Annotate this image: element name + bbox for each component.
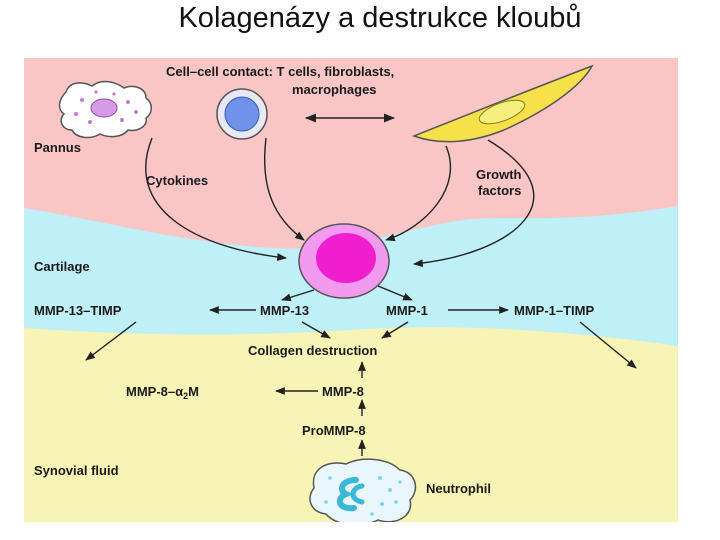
growth-factors-label-line1: Growth [476, 167, 522, 182]
collagenase-diagram: Pannus Cartilage Synovial fluid Cell–cel… [24, 58, 678, 522]
arrow-chondrocyte-to-mmp13 [281, 289, 315, 302]
mmp1-timp-label: MMP-1–TIMP [514, 303, 595, 318]
mmp8-a2m-label: MMP-8–α2M [126, 384, 199, 401]
region-label-synovial: Synovial fluid [34, 463, 119, 478]
arrow-tcell-to-chondrocyte [263, 137, 305, 241]
prommp8-label: ProMMP-8 [302, 423, 366, 438]
region-label-cartilage: Cartilage [34, 259, 90, 274]
growth-factors-label-line2: factors [478, 183, 521, 198]
region-label-pannus: Pannus [34, 140, 81, 155]
arrow-mmp1-to-collagen [381, 321, 409, 339]
contact-label-line2: macrophages [292, 82, 377, 97]
macrophage-icon [58, 80, 152, 139]
contact-label-line1: Cell–cell contact: T cells, fibroblasts, [166, 64, 394, 79]
arrow-macrophage-to-chondrocyte [145, 137, 287, 261]
mmp8-label: MMP-8 [322, 384, 364, 399]
arrow-fibroblast-to-chondrocyte [385, 145, 452, 242]
arrow-left-diagonal [85, 321, 137, 361]
arrow-right-diagonal [579, 321, 637, 369]
chondrocyte-icon [298, 223, 390, 299]
neutrophil-label: Neutrophil [426, 481, 491, 496]
neutrophil-icon [309, 458, 417, 522]
arrow-fibroblast-outer-to-chondrocyte [413, 139, 535, 268]
mmp1-label: MMP-1 [386, 303, 428, 318]
collagen-destruction-label: Collagen destruction [248, 343, 377, 358]
t-cell-icon [216, 88, 268, 140]
slide-title: Kolagenázy a destrukce kloubů [178, 2, 582, 34]
arrow-mmp13-to-collagen [301, 321, 331, 339]
fibroblast-icon [411, 64, 594, 143]
arrow-chondrocyte-to-mmp1 [377, 285, 413, 301]
cytokines-label: Cytokines [146, 173, 208, 188]
mmp13-label: MMP-13 [260, 303, 309, 318]
mmp13-timp-label: MMP-13–TIMP [34, 303, 122, 318]
